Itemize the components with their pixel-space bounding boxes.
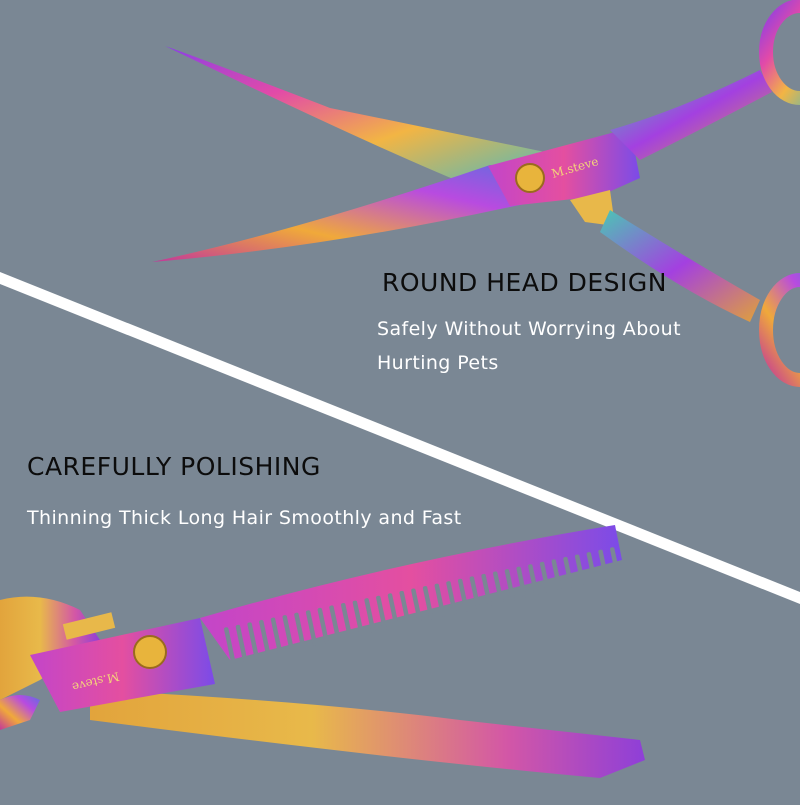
blade-tooth-gap bbox=[282, 615, 294, 652]
top-feature-line2: Hurting Pets bbox=[377, 352, 499, 374]
blade-tooth-gap bbox=[329, 605, 341, 641]
blade-tooth-gap bbox=[411, 588, 422, 623]
blade-tooth-gap bbox=[551, 559, 562, 591]
blade-tooth-gap bbox=[270, 617, 283, 654]
blade-tooth-gap bbox=[224, 627, 236, 665]
blade-tooth-gap bbox=[364, 598, 376, 633]
blade-tooth-gap bbox=[516, 566, 527, 599]
blade-tooth-gap bbox=[539, 561, 551, 593]
blade-tooth-gap bbox=[586, 552, 597, 583]
blade-tooth-gap bbox=[305, 610, 318, 646]
bottom-feature-line1: Thinning Thick Long Hair Smoothly and Fa… bbox=[27, 507, 462, 529]
top-feature-line1: Safely Without Worrying About bbox=[377, 318, 681, 340]
blade-tooth-gap bbox=[610, 547, 620, 577]
blade-tooth-gap bbox=[574, 554, 585, 585]
blade-tooth-gap bbox=[598, 549, 609, 580]
blade-tooth-gap bbox=[493, 571, 504, 604]
blade-tooth-gap bbox=[422, 586, 434, 620]
blade-tooth-gap bbox=[457, 578, 469, 612]
blade-tooth-gap bbox=[294, 612, 306, 649]
blade-tooth-gap bbox=[469, 576, 481, 609]
blade-tooth-gap bbox=[399, 590, 411, 625]
blade-tooth-gap bbox=[259, 619, 271, 657]
blade-tooth-gap bbox=[317, 607, 329, 644]
blade-tooth-gap bbox=[376, 595, 387, 631]
blade-tooth-gap bbox=[387, 593, 399, 628]
blade-tooth-gap bbox=[528, 564, 539, 596]
blade-tooth-gap bbox=[247, 622, 259, 660]
blade-tooth-gap bbox=[352, 600, 364, 636]
top-scissors bbox=[152, 0, 800, 387]
bottom-feature-heading: CAREFULLY POLISHING bbox=[27, 452, 321, 481]
blade-tooth-gap bbox=[481, 573, 492, 607]
bottom-scissors bbox=[0, 525, 645, 778]
blade-tooth-gap bbox=[563, 556, 574, 588]
blade-tooth-gap bbox=[446, 581, 457, 615]
blade-tooth-gap bbox=[235, 624, 248, 662]
blade-tooth-gap bbox=[341, 603, 353, 639]
diagonal-divider bbox=[0, 272, 800, 604]
top-feature-heading: ROUND HEAD DESIGN bbox=[382, 268, 668, 297]
blade-tooth-gap bbox=[504, 569, 516, 601]
blade-tooth-gap bbox=[434, 583, 446, 617]
